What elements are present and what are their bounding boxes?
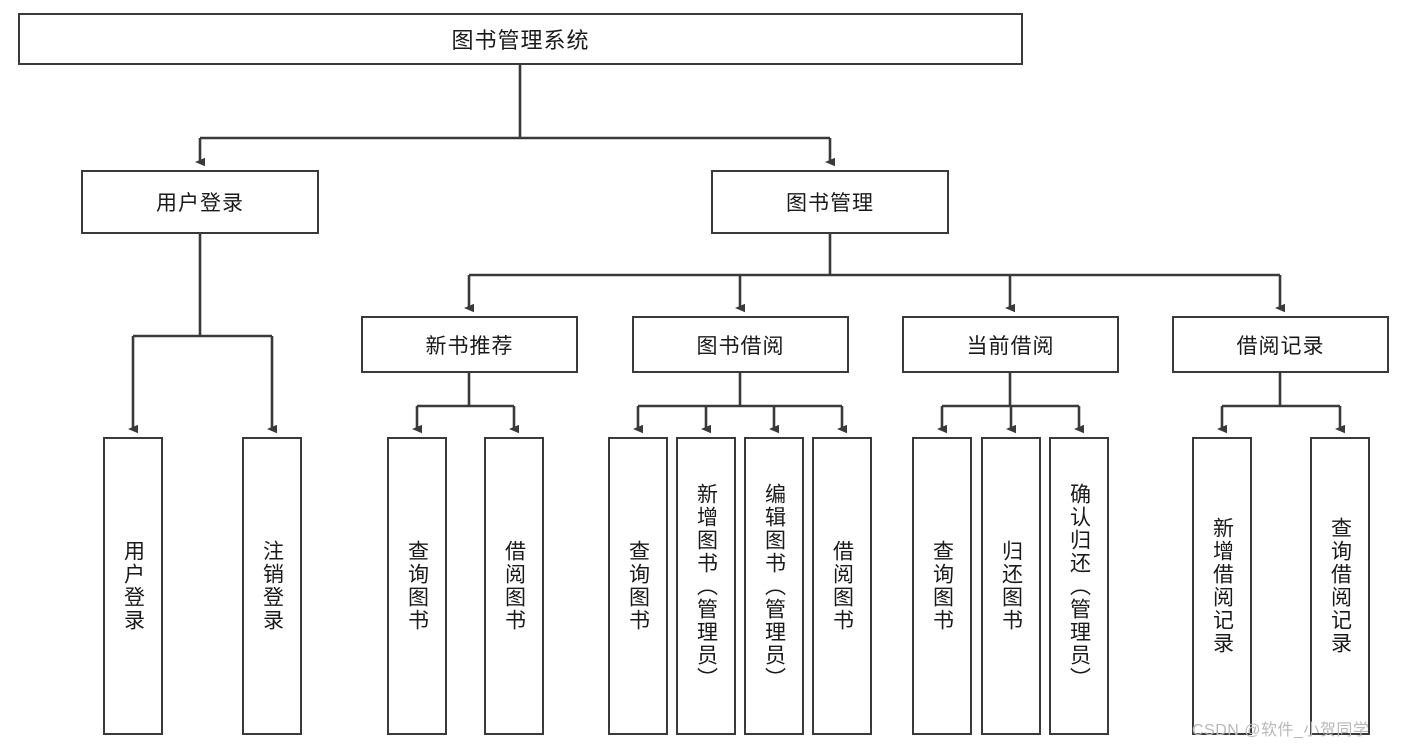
node-borrow-records[interactable]: 借阅记录 [1172, 316, 1389, 373]
leaf-node[interactable]: 查询图书 [387, 437, 447, 735]
leaf-node[interactable]: 用户登录 [103, 437, 163, 735]
node-book-management[interactable]: 图书管理 [711, 170, 949, 234]
leaf-node[interactable]: 查询图书 [608, 437, 668, 735]
node-new-book-recommend[interactable]: 新书推荐 [361, 316, 578, 373]
node-current-borrow[interactable]: 当前借阅 [902, 316, 1119, 373]
leaf-node[interactable]: 编辑图书（管理员） [744, 437, 804, 735]
node-book-borrow[interactable]: 图书借阅 [632, 316, 849, 373]
leaf-node[interactable]: 确认归还（管理员） [1049, 437, 1109, 735]
watermark-text: CSDN @软件_小贺同学 [1192, 722, 1370, 739]
leaf-node[interactable]: 注销登录 [242, 437, 302, 735]
leaf-node[interactable]: 借阅图书 [484, 437, 544, 735]
leaf-node[interactable]: 新增借阅记录 [1192, 437, 1252, 735]
leaf-node[interactable]: 查询图书 [912, 437, 972, 735]
leaf-node[interactable]: 归还图书 [981, 437, 1041, 735]
leaf-node[interactable]: 查询借阅记录 [1310, 437, 1370, 735]
leaf-node[interactable]: 新增图书（管理员） [676, 437, 736, 735]
leaf-node[interactable]: 借阅图书 [812, 437, 872, 735]
node-user-login[interactable]: 用户登录 [81, 170, 319, 234]
node-root[interactable]: 图书管理系统 [18, 13, 1023, 65]
